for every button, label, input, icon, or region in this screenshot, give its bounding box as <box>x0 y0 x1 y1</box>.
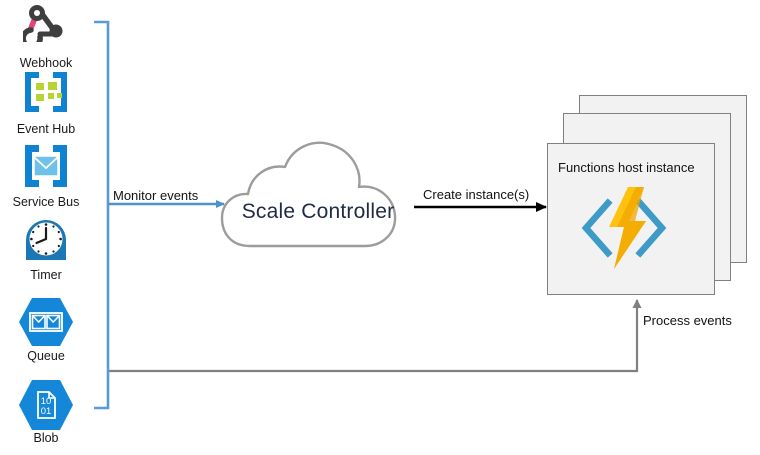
queue-icon <box>0 297 92 347</box>
trigger-label: Queue <box>27 349 65 363</box>
service-bus-icon <box>0 143 92 193</box>
trigger-webhook[interactable]: Webhook <box>0 4 92 70</box>
trigger-group-bracket <box>94 20 110 410</box>
process-events-arrow <box>109 299 642 373</box>
trigger-label: Webhook <box>19 56 73 70</box>
trigger-label: Event Hub <box>16 122 76 136</box>
trigger-service-bus[interactable]: Service Bus <box>0 143 92 209</box>
functions-host-title: Functions host instance <box>558 160 695 175</box>
event-hub-icon <box>0 70 92 120</box>
trigger-queue[interactable]: Queue <box>0 297 92 363</box>
scale-controller-node[interactable]: Scale Controller <box>218 118 418 253</box>
trigger-label: Service Bus <box>12 195 80 209</box>
blob-icon: 10 01 <box>0 379 92 430</box>
webhook-icon <box>0 4 92 54</box>
trigger-label: Timer <box>30 268 62 282</box>
cloud-shape <box>220 141 397 248</box>
trigger-label: Blob <box>33 431 59 445</box>
create-instances-label: Create instance(s) <box>423 187 530 202</box>
timer-icon <box>0 216 92 266</box>
trigger-event-hub[interactable]: Event Hub <box>0 70 92 136</box>
trigger-blob[interactable]: 10 01 Blob <box>0 379 92 445</box>
azure-functions-logo <box>576 183 672 273</box>
svg-text:01: 01 <box>41 406 52 417</box>
process-events-label: Process events <box>643 313 732 328</box>
trigger-timer[interactable]: Timer <box>0 216 92 282</box>
svg-text:10: 10 <box>41 396 52 407</box>
scale-controller-label: Scale Controller <box>241 200 395 223</box>
monitor-events-label: Monitor events <box>113 188 199 203</box>
